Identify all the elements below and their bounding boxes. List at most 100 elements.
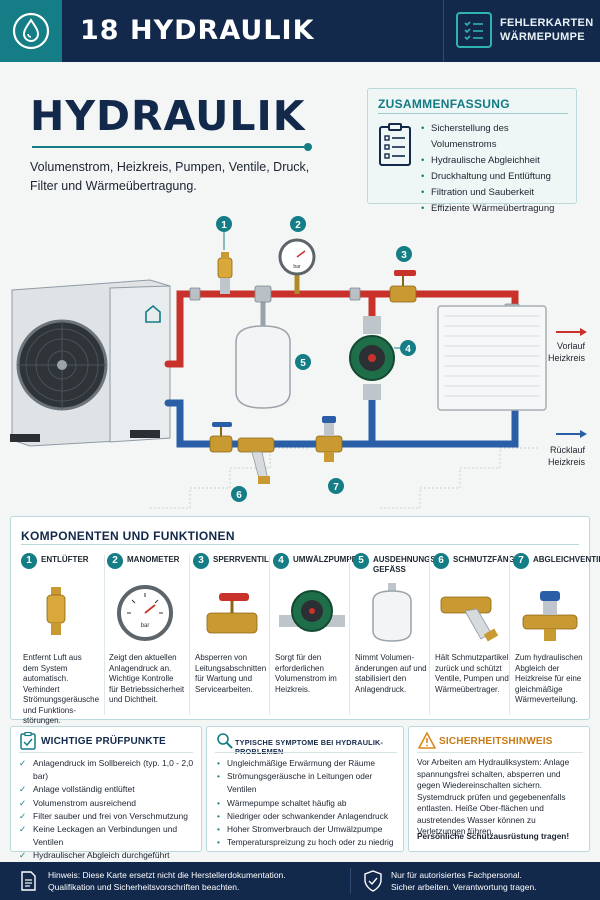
- symptom-item: Niedriger oder schwankender Anlagendruck: [217, 810, 403, 823]
- pressure-gauge-icon: bar: [117, 585, 173, 641]
- magnifier-icon: [217, 733, 233, 749]
- header-badge-line1: FEHLERKARTEN: [500, 17, 594, 29]
- summary-item: Druckhaltung und Entlüftung: [421, 169, 576, 185]
- component-number: 1: [21, 553, 37, 569]
- pressure-gauge: bar: [278, 238, 316, 294]
- checkpoint-item: Anlagendruck im Sollbereich (typ. 1,0 - …: [19, 757, 201, 783]
- supply-label: Vorlauf Heizkreis: [545, 340, 585, 364]
- component-number: 4: [273, 553, 289, 569]
- shield-icon: [364, 870, 382, 892]
- column-divider: [509, 555, 510, 715]
- component-card: 3 SPERRVENTIL Absperren von Leitungsabsc…: [193, 553, 271, 715]
- component-description: Sorgt für den erforderlichen Volumenstro…: [275, 653, 337, 694]
- marker-6: 6: [231, 486, 247, 502]
- return-label: Rücklauf Heizkreis: [545, 444, 585, 468]
- footer-note: Hinweis: Diese Karte ersetzt nicht die H…: [48, 869, 286, 893]
- balancing-valve-icon: [522, 591, 578, 641]
- symptoms-box: TYPISCHE SYMPTOME BEI HYDRAULIK-PROBLEME…: [206, 726, 404, 852]
- symptom-item: Ungleichmäßige Erwärmung der Räume: [217, 757, 403, 770]
- return-arrow: [556, 430, 587, 438]
- footer-authorized-note: Nur für autorisiertes Fachpersonal. Sich…: [391, 869, 537, 893]
- water-drop-icon: [12, 12, 50, 50]
- marker-6-label: 6: [236, 490, 242, 501]
- house-icon: [145, 304, 161, 323]
- component-title: SCHMUTZFÄNGER: [453, 555, 526, 564]
- symptom-item: Temperaturspreizung zu hoch oder zu nied…: [217, 836, 403, 849]
- hydraulic-diagram: bar: [10, 216, 587, 509]
- checkpoint-item: Filter sauber und frei von Verschmutzung: [19, 810, 201, 823]
- balancing-valve: [315, 416, 343, 462]
- header-title: 18 HYDRAULIK: [80, 15, 315, 46]
- footer-separator: [350, 868, 351, 894]
- components-heading: KOMPONENTEN UND FUNKTIONEN: [21, 529, 235, 543]
- header-badge-icon-box: [456, 12, 492, 48]
- header-badge-line2: WÄRMEPUMPE: [500, 31, 585, 43]
- component-number: 5: [353, 553, 369, 569]
- symptoms-list: Ungleichmäßige Erwärmung der Räume Ström…: [217, 757, 403, 850]
- marker-7-label: 7: [333, 482, 339, 493]
- footer-authorized-line1: Nur für autorisiertes Fachpersonal.: [391, 870, 522, 880]
- checkpoints-divider: [19, 752, 193, 753]
- return-label-line2: Heizkreis: [547, 457, 585, 467]
- gauge-unit-label: bar: [293, 264, 301, 270]
- circulation-pump-icon: [279, 590, 345, 632]
- strainer-icon: [440, 596, 499, 642]
- air-vent: [217, 252, 233, 294]
- checkpoints-box: WICHTIGE PRÜFPUNKTE Anlagendruck im Soll…: [10, 726, 202, 863]
- component-card: 7 ABGLEICHVENTIL Zum hydraulischen Abgle…: [513, 553, 600, 715]
- gauge-unit-label: bar: [141, 623, 150, 629]
- column-divider: [349, 555, 350, 715]
- strainer: [237, 437, 275, 484]
- component-card: 1 ENTLÜFTER Entfernt Luft aus dem System…: [21, 553, 99, 725]
- component-number: 3: [193, 553, 209, 569]
- checklist-icon: [464, 21, 483, 41]
- component-number: 2: [107, 553, 123, 569]
- component-title: MANOMETER: [127, 555, 180, 564]
- checkpoint-item: Anlage vollständig entlüftet: [19, 783, 201, 796]
- marker-3: 3: [396, 246, 412, 262]
- component-description: Zeigt den aktuellen Anlagendruck an. Wic…: [109, 653, 185, 704]
- supply-label-line2: Heizkreis: [547, 353, 585, 363]
- marker-5: 5: [295, 354, 311, 370]
- expansion-vessel-icon: [372, 583, 412, 642]
- clipboard-checklist-icon: [379, 123, 411, 166]
- component-title: AUSDEHNUNGS-GEFÄSS: [373, 555, 439, 574]
- safety-ppe-note: Persönliche Schutzausrüstung tragen!: [417, 831, 570, 841]
- marker-3-label: 3: [401, 250, 407, 261]
- summary-item: Hydraulische Abgleichheit: [421, 153, 576, 169]
- column-divider: [104, 555, 105, 715]
- supply-pipe: [164, 290, 519, 368]
- marker-4-label: 4: [405, 344, 411, 355]
- component-card: 6 SCHMUTZFÄNGER Hält Schmutzpartikel zur…: [433, 553, 526, 715]
- footer-note-line1: Hinweis: Diese Karte ersetzt nicht die H…: [48, 870, 286, 880]
- component-description: Hält Schmutzpartikel zurück und schützt …: [435, 653, 509, 694]
- summary-divider: [378, 113, 568, 114]
- component-title: UMWÄLZPUMPE: [293, 555, 357, 564]
- page-title: HYDRAULIK: [30, 92, 306, 140]
- footer-authorized-line2: Sicher arbeiten. Verantwortung tragen.: [391, 882, 537, 892]
- return-shutoff-valve: [209, 422, 233, 453]
- symptoms-heading: TYPISCHE SYMPTOME BEI HYDRAULIK-PROBLEME…: [235, 738, 384, 756]
- header-icon-box: [0, 0, 62, 62]
- page-subtitle: Volumenstrom, Heizkreis, Pumpen, Ventile…: [30, 160, 310, 193]
- marker-7: 7: [328, 478, 344, 494]
- column-divider: [269, 555, 270, 715]
- document-icon: [21, 871, 36, 891]
- component-number: 7: [513, 553, 529, 569]
- header-bar: 18 HYDRAULIK FEHLERKARTEN WÄRMEPUMPE: [0, 0, 600, 62]
- warning-triangle-icon: [418, 732, 436, 749]
- component-description: Entfernt Luft aus dem System automatisch…: [23, 653, 100, 725]
- marker-4: 4: [394, 340, 416, 356]
- supply-label-line1: Vorlauf: [556, 341, 585, 351]
- shutoff-valve: [389, 270, 417, 303]
- component-description: Nimmt Volumen-änderungen auf und stabili…: [355, 653, 427, 694]
- column-divider: [429, 555, 430, 715]
- checkpoint-item: Keine Leckagen an Verbindungen und Venti…: [19, 823, 201, 849]
- checkpoint-item: Volumenstrom ausreichend: [19, 797, 201, 810]
- symptom-item: Wärmepumpe schaltet häufig ab: [217, 797, 403, 810]
- safety-divider: [417, 752, 583, 753]
- summary-item: Effiziente Wärmeübertragung: [421, 201, 576, 217]
- checkpoints-list: Anlagendruck im Sollbereich (typ. 1,0 - …: [19, 757, 201, 863]
- marker-2: 2: [290, 216, 306, 232]
- component-title: ABGLEICHVENTIL: [533, 555, 600, 564]
